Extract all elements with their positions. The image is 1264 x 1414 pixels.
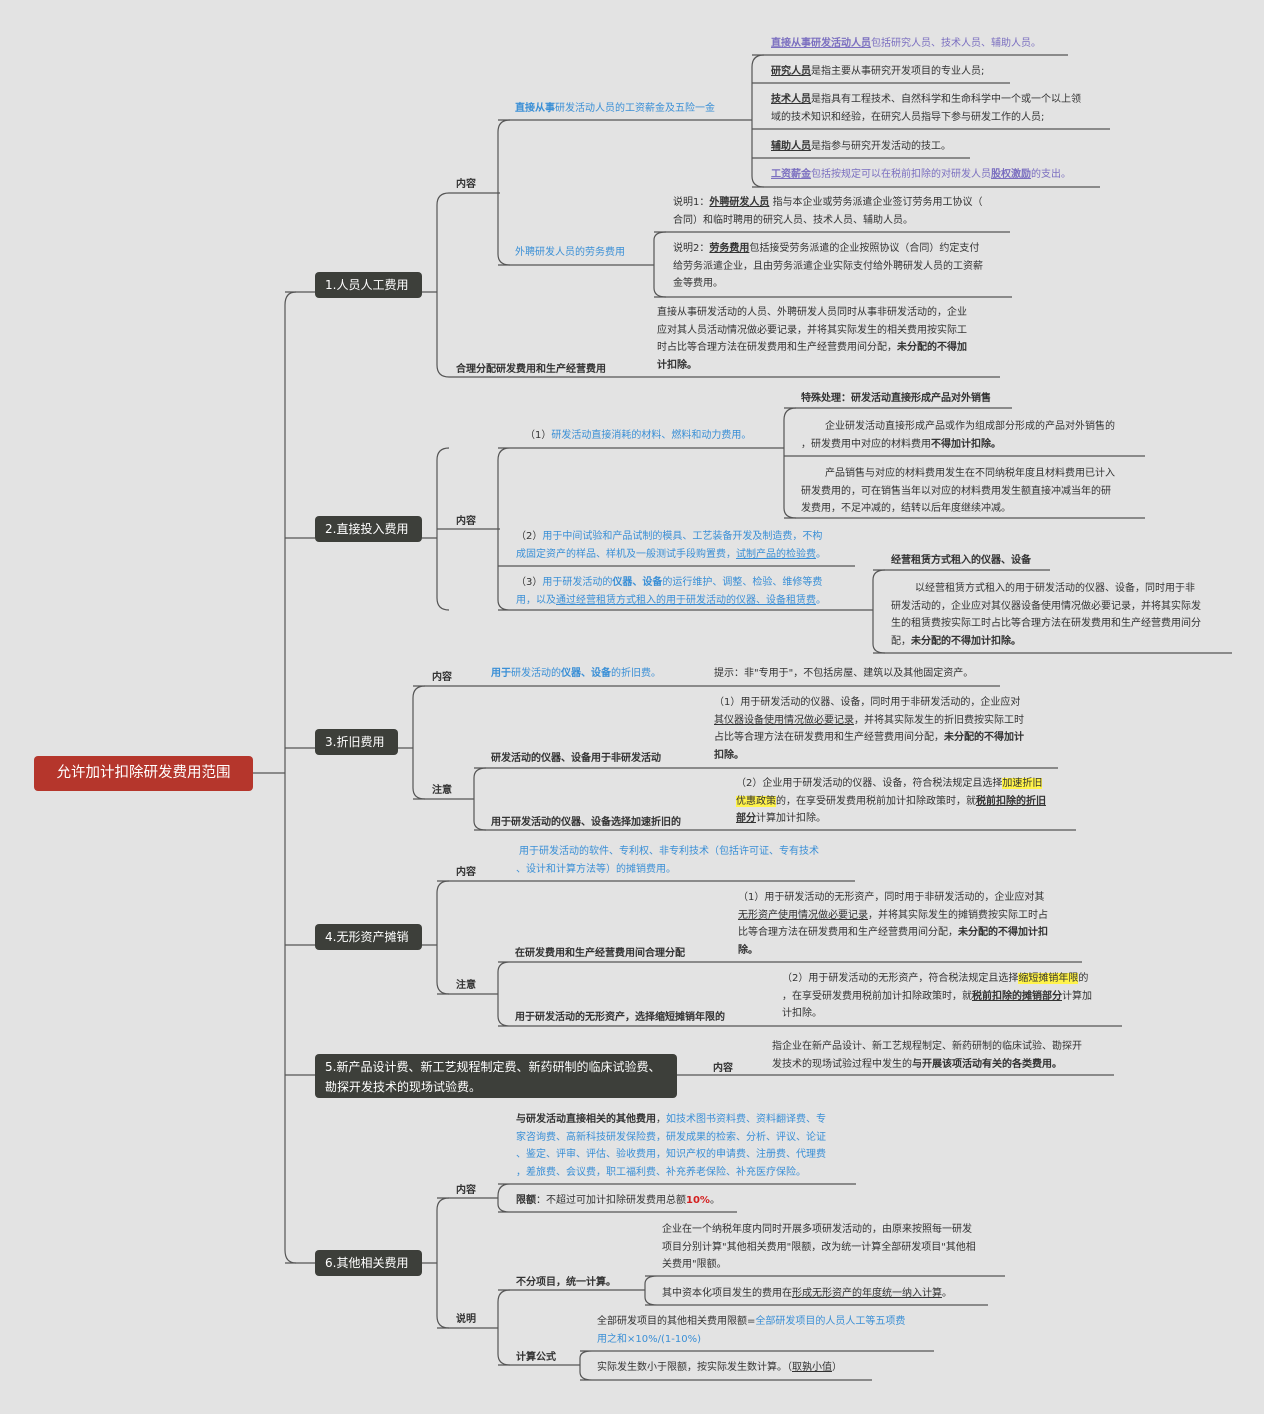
branch-personnel[interactable]: 1.人员人工费用 [315, 272, 422, 298]
branch-intangible[interactable]: 4.无形资产摊销 [315, 924, 422, 950]
branch-new-product-line2: 勘探开发技术的现场试验费。 [325, 1080, 482, 1094]
b1-salary-def: 工资薪金包括按规定可以在税前扣除的对研发人员股权激励的支出。 [771, 169, 1071, 180]
branch-direct-input[interactable]: 2.直接投入费用 [315, 516, 422, 542]
b3-content-label: 内容 [432, 672, 452, 683]
b4-note2-text: （2）用于研发活动的无形资产，符合税法规定且选择缩短摊销年限的，在享受研发费用税… [782, 973, 1092, 1019]
b4-content-text: 用于研发活动的软件、专利权、非专利技术（包括许可证、专有技术、设计和计算方法等）… [516, 846, 819, 875]
b3-content-text: 用于研发活动的仪器、设备的折旧费。 [491, 668, 661, 679]
b6-formula-text: 全部研发项目的其他相关费用限额=全部研发项目的人员人工等五项费用之和×10%/(… [597, 1316, 906, 1345]
b3-note-label: 注意 [432, 785, 452, 796]
b2-special-1: 企业研发活动直接形成产品或作为组成部分形成的产品对外销售的，研发费用中对应的材料… [801, 421, 1115, 450]
branch-new-product-line1: 5.新产品设计费、新工艺规程制定费、新药研制的临床试验费、 [325, 1060, 661, 1074]
b2-lease-text: 以经营租赁方式租入的用于研发活动的仪器、设备，同时用于非研发活动的，企业应对其仪… [891, 583, 1201, 647]
b1-researcher-def: 研究人员是指主要从事研究开发项目的专业人员; [771, 66, 985, 77]
b3-tip: 提示：非"专用于"，不包括房屋、建筑以及其他固定资产。 [714, 668, 974, 679]
b1-note1: 说明1：外聘研发人员 指与本企业或劳务派遣企业签订劳务用工协议（合同）和临时聘用… [673, 197, 983, 226]
b6-note1-text: 企业在一个纳税年度内同时开展多项研发活动的，由原来按照每一研发项目分别计算"其他… [662, 1224, 976, 1270]
b6-other-text: 与研发活动直接相关的其他费用，如技术图书资料费、资料翻译费、专家咨询费、高新科技… [516, 1114, 826, 1178]
b1-auxiliary-def: 辅助人员是指参与研究开发活动的技工。 [771, 141, 951, 152]
b1-alloc-label: 合理分配研发费用和生产经营费用 [456, 364, 606, 375]
b4-note2-label: 用于研发活动的无形资产，选择缩短摊销年限的 [515, 1012, 725, 1023]
b6-content-label: 内容 [456, 1185, 476, 1196]
b4-note1-text: （1）用于研发活动的无形资产，同时用于非研发活动的，企业应对其无形资产使用情况做… [738, 892, 1048, 956]
branch-depreciation[interactable]: 3.折旧费用 [315, 729, 398, 755]
b6-formula-note: 实际发生数小于限额，按实际发生数计算。（取孰小值） [597, 1362, 842, 1373]
b1-content-label: 内容 [456, 179, 476, 190]
b6-note1-label: 不分项目，统一计算。 [516, 1277, 616, 1288]
root-node[interactable]: 允许加计扣除研发费用范围 [34, 756, 253, 791]
branch-new-product[interactable]: 5.新产品设计费、新工艺规程制定费、新药研制的临床试验费、 勘探开发技术的现场试… [315, 1054, 677, 1098]
b5-content-text: 指企业在新产品设计、新工艺规程制定、新药研制的临床试验、勘探开发技术的现场试验过… [772, 1041, 1082, 1070]
b2-item1: （1）研发活动直接消耗的材料、燃料和动力费用。 [525, 430, 752, 441]
b4-note-label: 注意 [456, 980, 476, 991]
b4-note1-label: 在研发费用和生产经营费用间合理分配 [515, 948, 685, 959]
b1-alloc-text: 直接从事研发活动的人员、外聘研发人员同时从事非研发活动的，企业应对其人员活动情况… [657, 307, 967, 371]
b6-note-label: 说明 [456, 1314, 476, 1325]
b6-limit-text: 限额：不超过可加计扣除研发费用总额10%。 [516, 1195, 720, 1206]
b3-note1-text: （1）用于研发活动的仪器、设备，同时用于非研发活动的，企业应对其仪器设备使用情况… [714, 697, 1024, 761]
b1-direct-label: 直接从事研发活动人员的工资薪金及五险一金 [515, 103, 715, 114]
b2-special-label: 特殊处理：研发活动直接形成产品对外销售 [801, 393, 991, 404]
b5-content-label: 内容 [713, 1063, 733, 1074]
b1-external-label: 外聘研发人员的劳务费用 [515, 247, 625, 258]
b2-item3: （3）用于研发活动的仪器、设备的运行维护、调整、检验、维修等费用，以及通过经营租… [516, 577, 826, 606]
b2-special-2: 产品销售与对应的材料费用发生在不同纳税年度且材料费用已计入研发费用的，可在销售当… [801, 468, 1115, 514]
b1-technician-def: 技术人员是指具有工程技术、自然科学和生命科学中一个或一个以上领域的技术知识和经验… [771, 94, 1081, 123]
b3-note2-label: 用于研发活动的仪器、设备选择加速折旧的 [491, 817, 681, 828]
b1-note2: 说明2：劳务费用包括接受劳务派遣的企业按照协议（合同）约定支付给劳务派遣企业，且… [673, 243, 983, 289]
branch-other[interactable]: 6.其他相关费用 [315, 1250, 422, 1276]
b2-lease-label: 经营租赁方式租入的仪器、设备 [891, 555, 1031, 566]
b6-note1-capital: 其中资本化项目发生的费用在形成无形资产的年度统一纳入计算。 [662, 1288, 952, 1299]
b1-direct-def: 直接从事研发活动人员包括研究人员、技术人员、辅助人员。 [771, 38, 1041, 49]
b4-content-label: 内容 [456, 867, 476, 878]
b2-content-label: 内容 [456, 516, 476, 527]
b3-note2-text: （2）企业用于研发活动的仪器、设备，符合税法规定且选择加速折旧优惠政策的，在享受… [736, 778, 1046, 824]
b6-formula-label: 计算公式 [516, 1352, 556, 1363]
trunk [284, 291, 297, 1264]
b2-item2: （2）用于中间试验和产品试制的模具、工艺装备开发及制造费，不构成固定资产的样品、… [516, 531, 826, 560]
b3-note1-label: 研发活动的仪器、设备用于非研发活动 [491, 753, 661, 764]
